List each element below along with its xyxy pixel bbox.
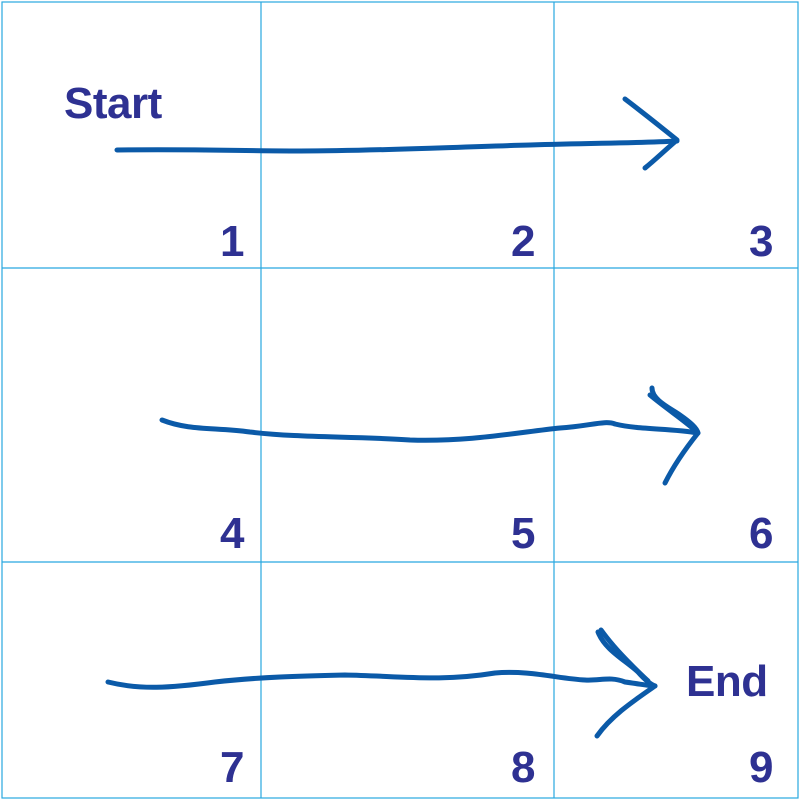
arrow-row-1	[114, 96, 680, 171]
arrow-row-1-shaft	[114, 138, 680, 154]
cell-number-6: 6	[749, 509, 774, 558]
cell-number-4: 4	[220, 509, 245, 558]
start-label: Start	[64, 79, 162, 128]
cell-number-3: 3	[749, 217, 774, 266]
cell-number-8: 8	[511, 743, 536, 792]
arrow-row-2-shaft	[159, 417, 701, 443]
cell-number-9: 9	[749, 743, 774, 792]
arrow-row-3	[105, 627, 658, 739]
cell-number-5: 5	[511, 509, 536, 558]
arrow-row-3-head-stroke	[598, 627, 651, 684]
cell-number-7: 7	[220, 743, 245, 792]
arrow-row-3-shaft	[105, 669, 658, 690]
arrow-row-2-head-stroke	[647, 392, 700, 435]
arrow-row-1-head	[622, 96, 680, 171]
cell-number-2: 2	[511, 217, 536, 266]
arrow-row-2	[159, 385, 701, 486]
end-label: End	[686, 657, 768, 706]
cell-number-1: 1	[220, 217, 245, 266]
